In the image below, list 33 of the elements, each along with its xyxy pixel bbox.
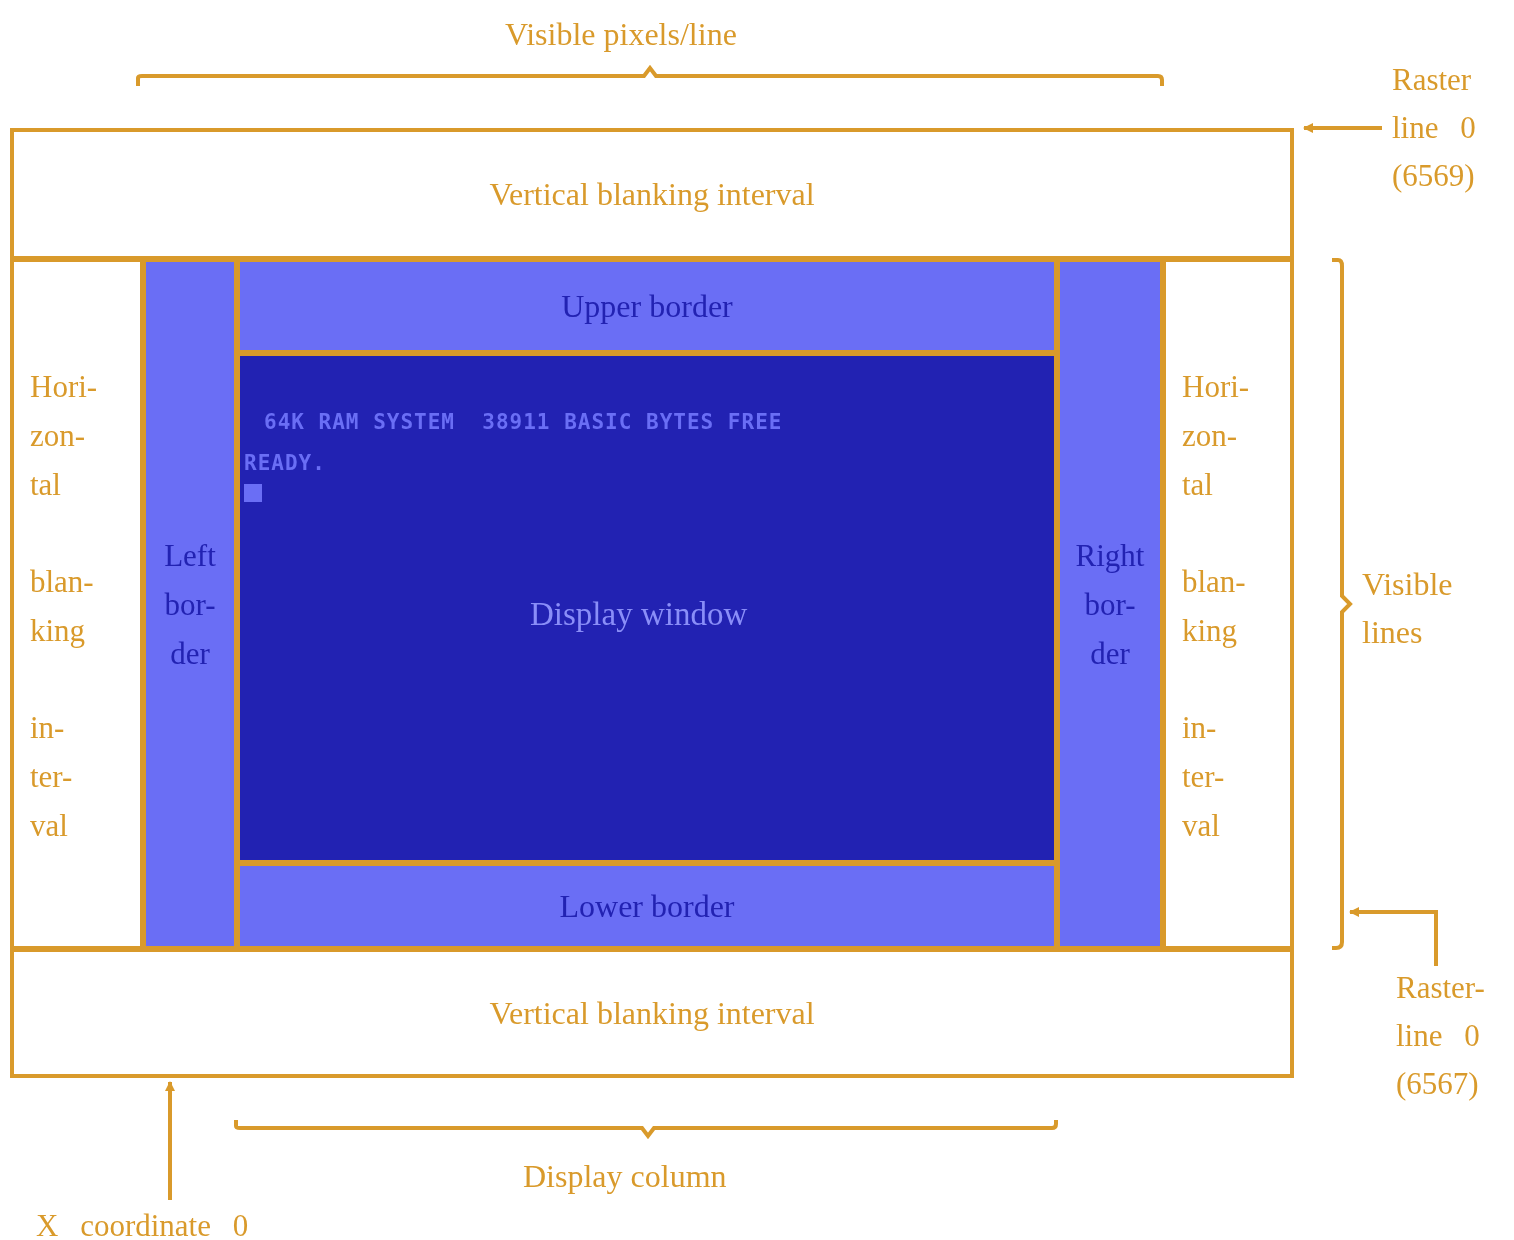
- band-label: Upper border: [561, 287, 733, 325]
- band-label: in- ter- val: [30, 709, 74, 845]
- arrow: [165, 1081, 175, 1200]
- border-band: [236, 258, 1058, 354]
- band-label: Hori- zon- tal: [1182, 368, 1251, 504]
- band-label: blan- king: [1182, 563, 1247, 650]
- bracket-label: Visible lines: [1362, 565, 1454, 652]
- blanking-band: [10, 128, 1294, 260]
- blanking-band: [10, 948, 1294, 1078]
- band-label: Right bor- der: [1075, 536, 1145, 673]
- border-band: [1056, 258, 1164, 950]
- band-label: blan- king: [30, 563, 95, 650]
- window-label: Display window: [530, 596, 748, 633]
- display-window: [236, 352, 1058, 864]
- blanking-band: [1162, 258, 1294, 950]
- band-label: Hori- zon- tal: [30, 368, 99, 504]
- border-band: [236, 862, 1058, 950]
- annotation-text: X coordinate 0: [36, 1207, 250, 1240]
- band-label: in- ter- val: [1182, 709, 1226, 845]
- arrow: [1303, 123, 1382, 133]
- bracket-label: Visible pixels/line: [505, 15, 738, 54]
- arrow: [1349, 907, 1438, 966]
- screen-text: READY.: [244, 450, 327, 477]
- screen-text: 64K RAM SYSTEM 38911 BASIC BYTES FREE: [263, 409, 784, 436]
- band-label: Vertical blanking interval: [489, 994, 815, 1032]
- annotation-text: Raster line 0 (6569): [1392, 61, 1477, 195]
- band-label: Left bor- der: [163, 536, 217, 673]
- border-band: [142, 258, 238, 950]
- annotation-text: Raster- line 0 (6567): [1396, 969, 1486, 1103]
- blanking-band: [10, 258, 144, 950]
- band-label: Vertical blanking interval: [489, 175, 815, 213]
- bracket-label: Display column: [523, 1157, 728, 1196]
- band-label: Lower border: [559, 887, 735, 925]
